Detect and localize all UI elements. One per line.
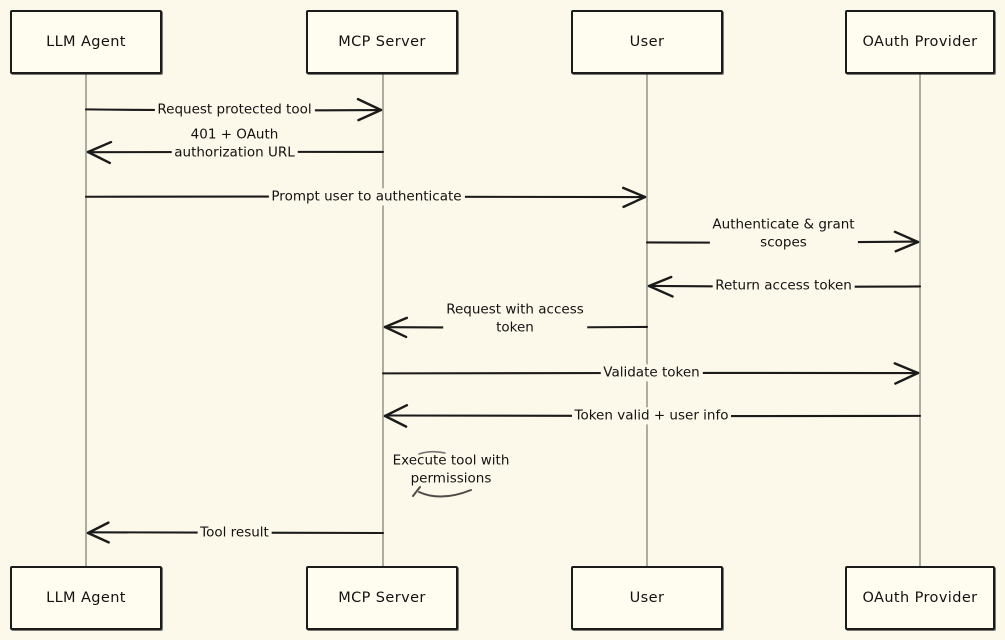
self-message-loop-s1 (412, 450, 472, 498)
message-arrow-m3 (84, 186, 647, 209)
message-arrow-m6 (383, 316, 649, 339)
participant-box-oauth-provider-top[interactable]: OAuth Provider (845, 10, 995, 74)
participant-label: MCP Server (338, 34, 426, 50)
participant-label: OAuth Provider (862, 34, 978, 50)
participant-box-user-bottom[interactable]: User (571, 566, 723, 630)
message-arrow-m1 (84, 97, 383, 122)
participant-label: OAuth Provider (862, 590, 978, 606)
message-arrow-m5 (647, 275, 922, 298)
participant-label: User (629, 34, 665, 50)
participant-label: LLM Agent (46, 34, 126, 50)
participant-label: MCP Server (338, 590, 426, 606)
participant-label: User (629, 590, 665, 606)
participant-box-llm-agent-top[interactable]: LLM Agent (10, 10, 162, 74)
message-arrow-m8 (383, 404, 922, 428)
participant-box-mcp-server-top[interactable]: MCP Server (306, 10, 458, 74)
participant-box-llm-agent-bottom[interactable]: LLM Agent (10, 566, 162, 630)
message-arrow-m7 (381, 362, 920, 385)
participant-label: LLM Agent (46, 590, 126, 606)
self-message-group (412, 450, 472, 498)
message-arrow-group (84, 97, 922, 544)
message-arrow-m2 (86, 140, 385, 165)
lifeline-group (85, 74, 921, 566)
participant-box-mcp-server-bottom[interactable]: MCP Server (306, 566, 458, 630)
participant-box-oauth-provider-bottom[interactable]: OAuth Provider (845, 566, 995, 630)
participant-box-user-top[interactable]: User (571, 10, 723, 74)
message-arrow-m9 (86, 521, 385, 544)
message-arrow-m4 (645, 230, 920, 253)
